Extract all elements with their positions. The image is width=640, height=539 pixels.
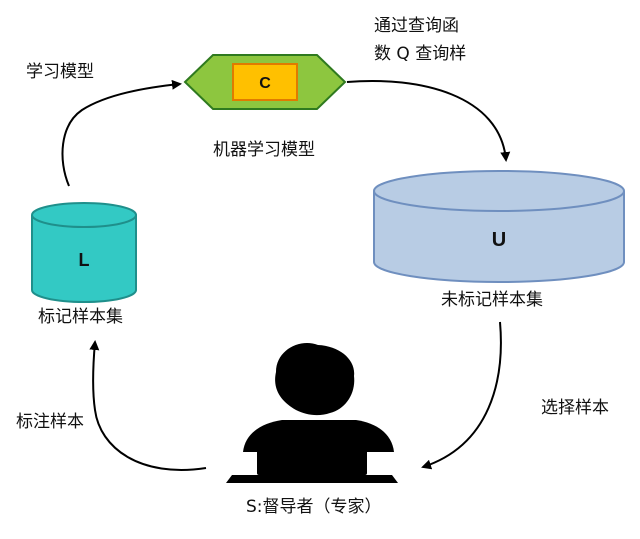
arrow-u-to-expert bbox=[421, 321, 502, 470]
set-u-letter: U bbox=[492, 229, 506, 251]
cylinder-l-top bbox=[31, 202, 137, 228]
cylinder-u-body bbox=[373, 191, 625, 283]
arrow-c-to-u bbox=[346, 79, 511, 162]
arrow-expert-to-l bbox=[89, 340, 207, 471]
set-l-caption: 标记样本集 bbox=[38, 307, 123, 327]
edge-label-query-line1: 通过查询函 bbox=[374, 16, 459, 36]
model-c-node: C bbox=[183, 54, 347, 110]
person-at-laptop-icon bbox=[226, 343, 398, 483]
cylinder-l-body bbox=[31, 215, 137, 303]
expert-laptop-base bbox=[226, 475, 398, 483]
arrow-l-to-c bbox=[61, 79, 182, 187]
model-c-caption: 机器学习模型 bbox=[213, 140, 315, 160]
cylinder-u-top bbox=[373, 170, 625, 212]
set-u-node: U bbox=[373, 170, 625, 283]
edge-label-select-sample: 选择样本 bbox=[541, 398, 609, 418]
set-u-caption: 未标记样本集 bbox=[441, 290, 543, 310]
edge-label-learn-model: 学习模型 bbox=[26, 62, 94, 82]
edge-label-query-line2: 数 Q 查询样 bbox=[374, 44, 467, 64]
expert-laptop-screen bbox=[257, 438, 367, 475]
set-l-node: L bbox=[31, 202, 137, 303]
edge-label-annotate-sample: 标注样本 bbox=[16, 412, 84, 432]
model-c-inner-box bbox=[232, 63, 298, 101]
set-l-letter: L bbox=[79, 250, 90, 270]
expert-head bbox=[275, 343, 355, 416]
expert-caption: S:督导者（专家） bbox=[246, 497, 382, 517]
model-c-letter: C bbox=[259, 75, 271, 92]
